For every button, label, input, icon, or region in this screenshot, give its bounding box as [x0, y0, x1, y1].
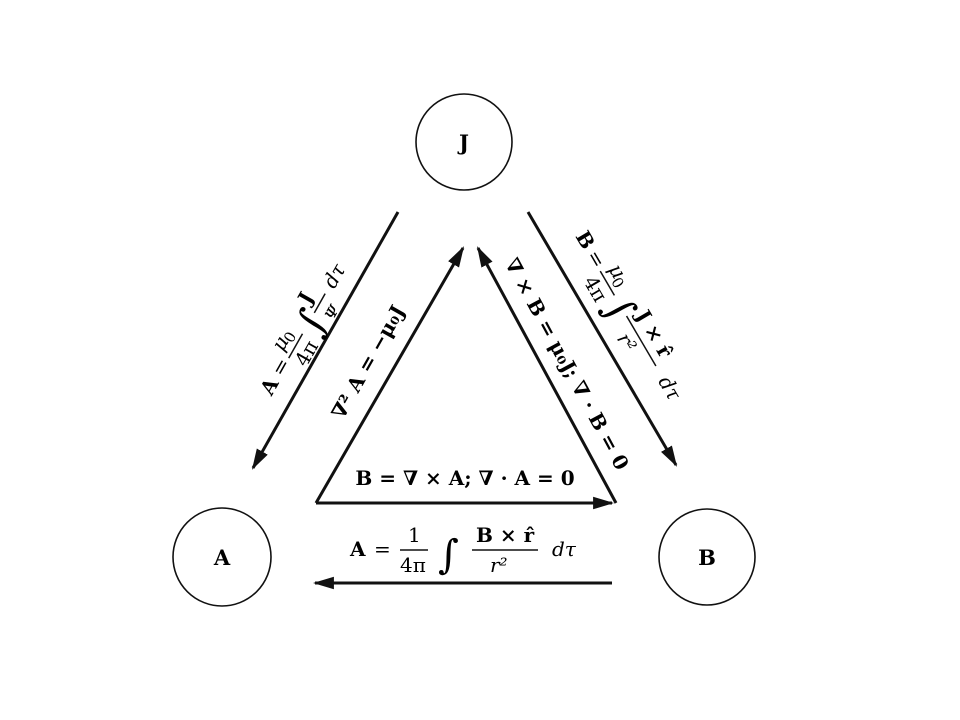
- node-j: J: [415, 93, 513, 191]
- eq-j-to-b-frac1-bar: [599, 270, 616, 296]
- node-b-label: B: [698, 545, 716, 570]
- eq-j-to-a-lhs: A: [254, 373, 283, 400]
- eq-b-to-a-equals: =: [374, 537, 391, 561]
- equation-a-to-b: B = ∇ × A; ∇ · A = 0: [355, 466, 574, 490]
- arrow-b-to-j: [476, 246, 618, 504]
- eq-j-to-a-frac1-bar: [288, 333, 304, 359]
- node-a-label: A: [213, 545, 231, 570]
- eq-b-to-a-integral: ∫: [438, 532, 459, 578]
- node-b-circle: [658, 508, 756, 606]
- eq-j-to-b-den: r²: [612, 329, 642, 356]
- eq-b-to-a-dtau: dτ: [552, 537, 577, 561]
- eq-j-to-a-frac2-bar: [313, 293, 326, 314]
- eq-b-to-a-num: B × r̂: [476, 523, 535, 547]
- eq-b-to-a-den: r²: [490, 553, 508, 577]
- node-j-label: J: [457, 130, 469, 155]
- node-b: B: [658, 508, 756, 606]
- eq-j-to-a-dtau: dτ: [318, 259, 351, 292]
- arrow-j-to-b: [526, 211, 678, 467]
- eq-j-to-b-equals: =: [582, 245, 611, 272]
- equation-b-to-a: A = 1 4π ∫ B × r̂ r² dτ: [349, 523, 577, 578]
- eq-j-to-b-dtau: dτ: [653, 372, 686, 406]
- eq-j-to-b-frac2-bar: [625, 315, 657, 367]
- arrow-a-to-j: [314, 246, 465, 504]
- arrow-j-to-a: [251, 211, 400, 470]
- eq-b-to-a-4pi: 4π: [400, 553, 426, 577]
- node-j-circle: [415, 93, 513, 191]
- node-a: A: [172, 507, 272, 607]
- node-a-circle: [172, 507, 272, 607]
- eq-b-to-a-one: 1: [408, 523, 421, 547]
- eq-b-to-a-lhs: A: [349, 537, 366, 561]
